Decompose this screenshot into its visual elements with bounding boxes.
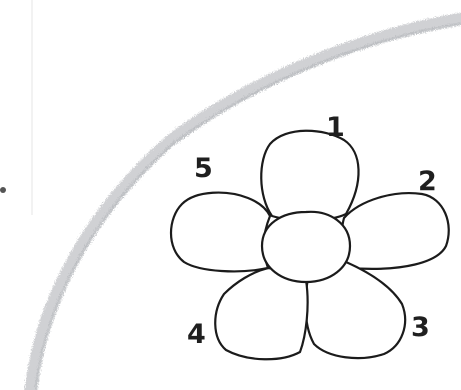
petal-label-2: 2 bbox=[418, 166, 437, 197]
petal-1 bbox=[261, 131, 358, 221]
petal-label-1: 1 bbox=[326, 112, 345, 143]
petal-label-4: 4 bbox=[187, 319, 206, 350]
petal-5 bbox=[171, 193, 270, 272]
page-edge-dot bbox=[0, 187, 6, 193]
petal-label-3: 3 bbox=[411, 312, 430, 343]
petal-label-5: 5 bbox=[194, 153, 213, 184]
flower-center bbox=[262, 212, 350, 282]
